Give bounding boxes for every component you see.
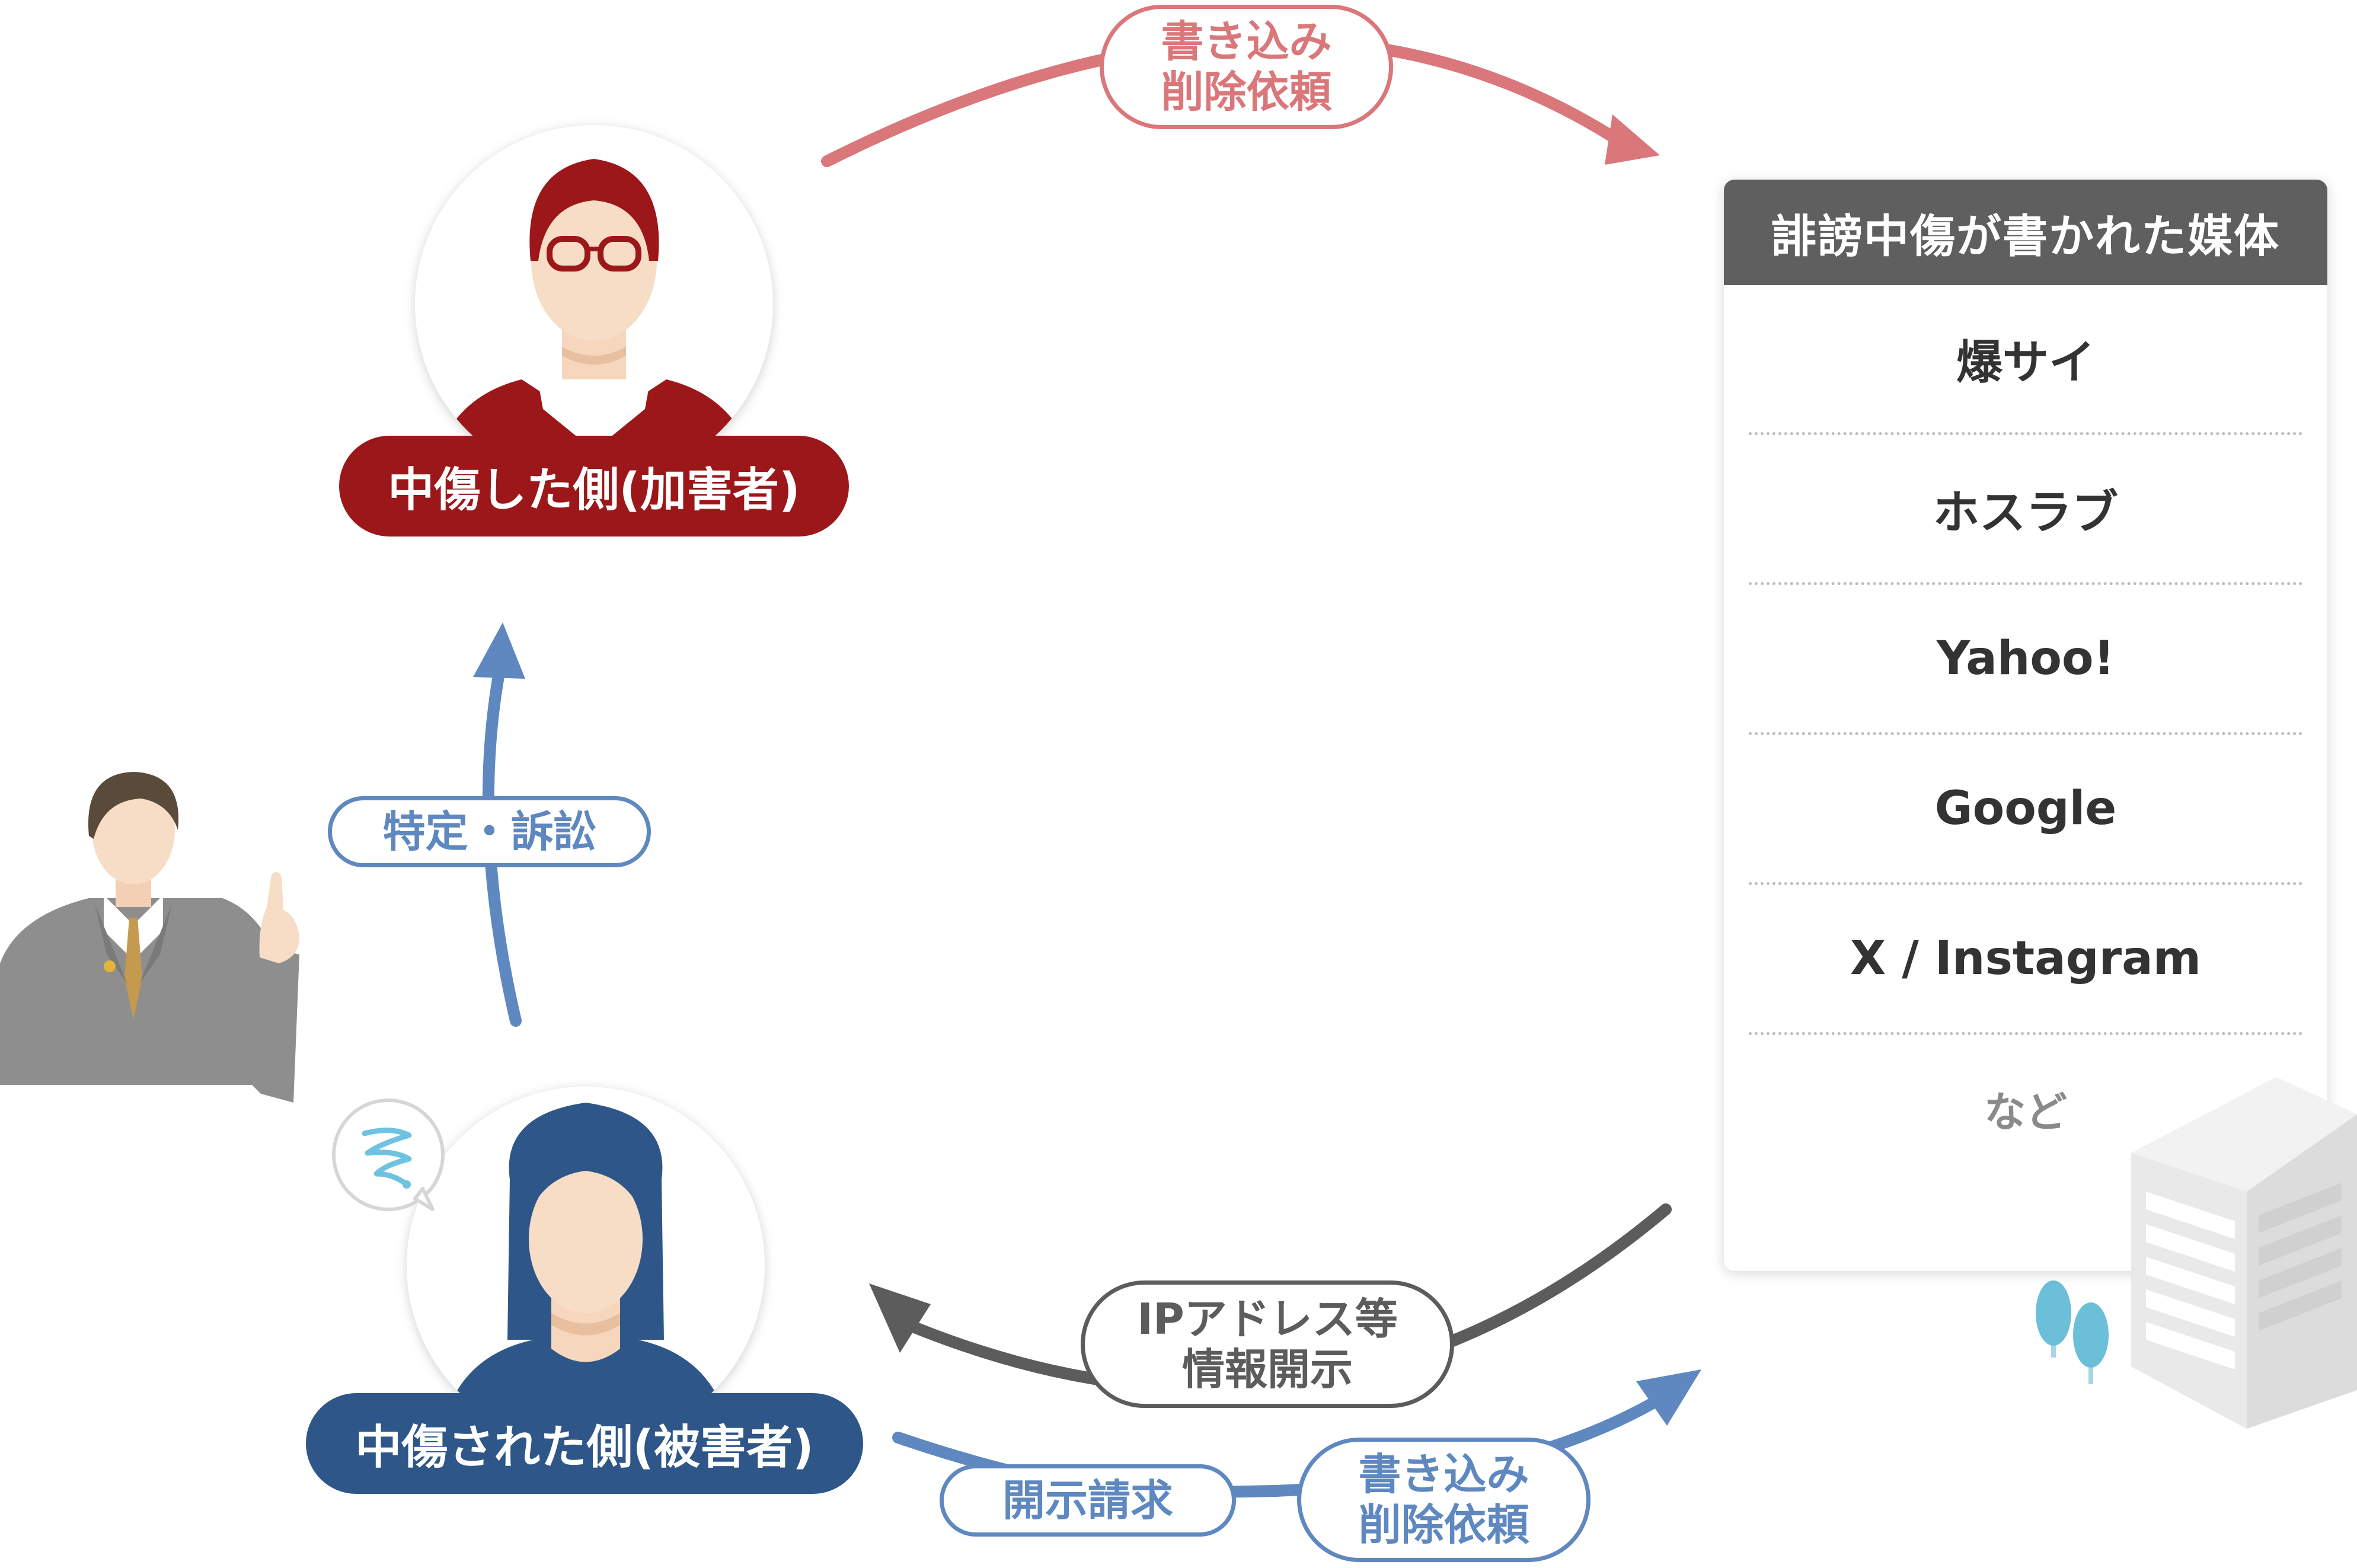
label-identify-sue: 特定・訴訟 (328, 796, 651, 867)
media-card-title: 誹謗中傷が書かれた媒体 (1724, 180, 2327, 285)
media-item-bakusai: 爆サイ (1749, 285, 2302, 435)
label-ip-disclosure: IPアドレス等 情報開示 (1081, 1280, 1454, 1408)
media-item-hosulove: ホスラブ (1749, 435, 2302, 585)
media-item-google: Google (1749, 735, 2302, 885)
media-list: 爆サイ ホスラブ Yahoo! Google X / Instagram など (1749, 285, 2302, 1182)
label-disclosure-request: 開示請求 (940, 1464, 1236, 1537)
media-item-x-instagram: X / Instagram (1749, 885, 2302, 1035)
worry-speech-bubble-icon (332, 1098, 445, 1211)
victim-avatar (407, 1087, 765, 1445)
label-bottom-delete-request: 書き込み 削除依頼 (1297, 1438, 1591, 1562)
lawyer-pointing-icon (0, 772, 299, 1103)
tree-icon (2036, 1280, 2109, 1384)
role-perpetrator: 中傷した側(加害者) (339, 436, 849, 536)
role-victim: 中傷された側(被害者) (306, 1393, 863, 1494)
media-item-etc: など (1984, 1087, 2067, 1136)
label-top-delete-request: 書き込み 削除依頼 (1100, 5, 1393, 129)
media-item-yahoo: Yahoo! (1749, 585, 2302, 735)
media-card: 誹謗中傷が書かれた媒体 爆サイ ホスラブ Yahoo! Google X / I… (1724, 180, 2327, 1271)
glasses-icon (547, 236, 641, 272)
